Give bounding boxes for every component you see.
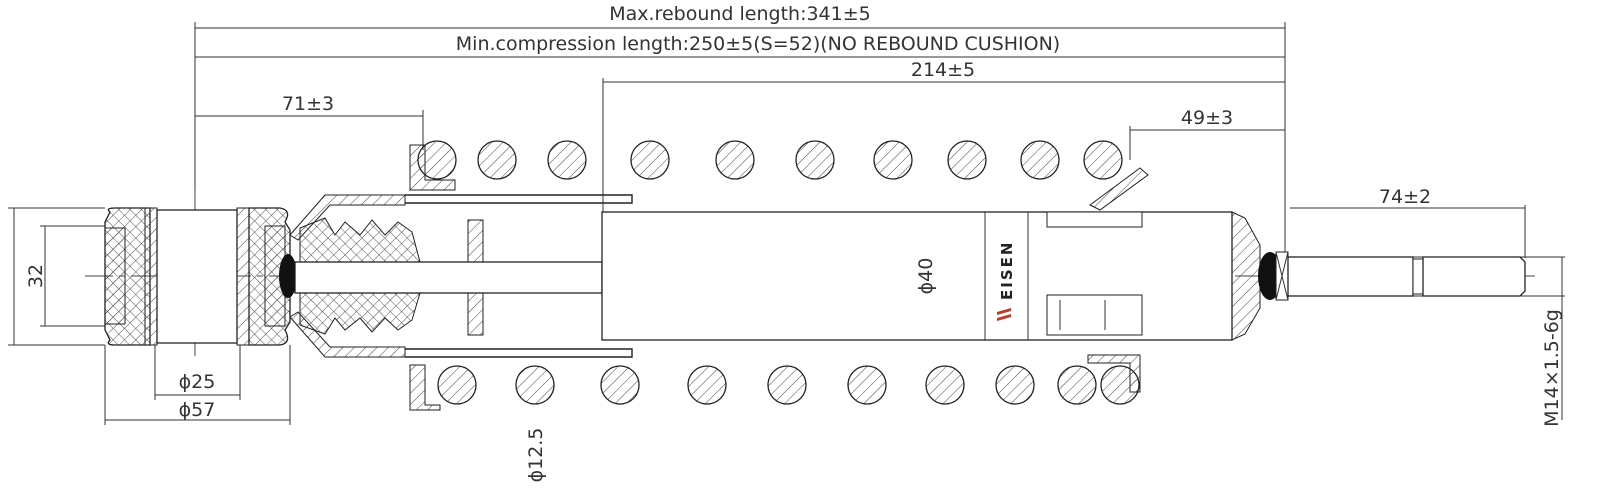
spring-coil-section [630,140,670,180]
thread-label: M14×1.5-6g [1541,309,1563,427]
eye-outer-diameter-label: ϕ57 [179,399,216,421]
max-rebound-label: Max.rebound length:341±5 [609,3,871,25]
body-length-label: 214±5 [911,59,975,81]
bore-diameter-label: ϕ25 [179,371,216,393]
spring-coil-section [600,365,640,405]
spring-coil-section [715,140,755,180]
spring-coil-section [947,140,987,180]
coil-spring [417,140,1140,405]
spring-coil-section [417,140,457,180]
spring-coil-section [1057,365,1097,405]
threaded-stud [1287,256,1526,297]
eye-width-label: 32 [25,264,47,288]
spring-coil-section [437,365,477,405]
spring-coil-section [1083,140,1123,180]
spring-seat-offset-label: 49±3 [1181,107,1233,129]
spring-coil-section [547,140,587,180]
spring-coil-section [873,140,913,180]
spring-coil-section [925,365,965,405]
cylinder-body: EISEN [601,167,1289,393]
rod-diameter-label: ϕ12.5 [525,428,547,483]
stud-length-label: 74±2 [1379,186,1431,208]
spring-coil-section [995,365,1035,405]
brand-name: EISEN [998,241,1016,300]
min-compression-label: Min.compression length:250±5(S=52)(NO RE… [456,33,1060,55]
spring-coil-section [515,365,555,405]
spring-coil-section [1020,140,1060,180]
spring-coil-section [477,140,517,180]
spring-coil-section [847,365,887,405]
spring-coil-section [1100,365,1140,405]
spring-coil-section [767,365,807,405]
spring-coil-section [795,140,835,180]
spring-coil-section [687,365,727,405]
body-diameter-label: ϕ40 [915,258,937,295]
brand-logo: EISEN [997,241,1016,321]
eye-offset-label: 71±3 [282,93,334,115]
eye-bushing [104,207,297,346]
